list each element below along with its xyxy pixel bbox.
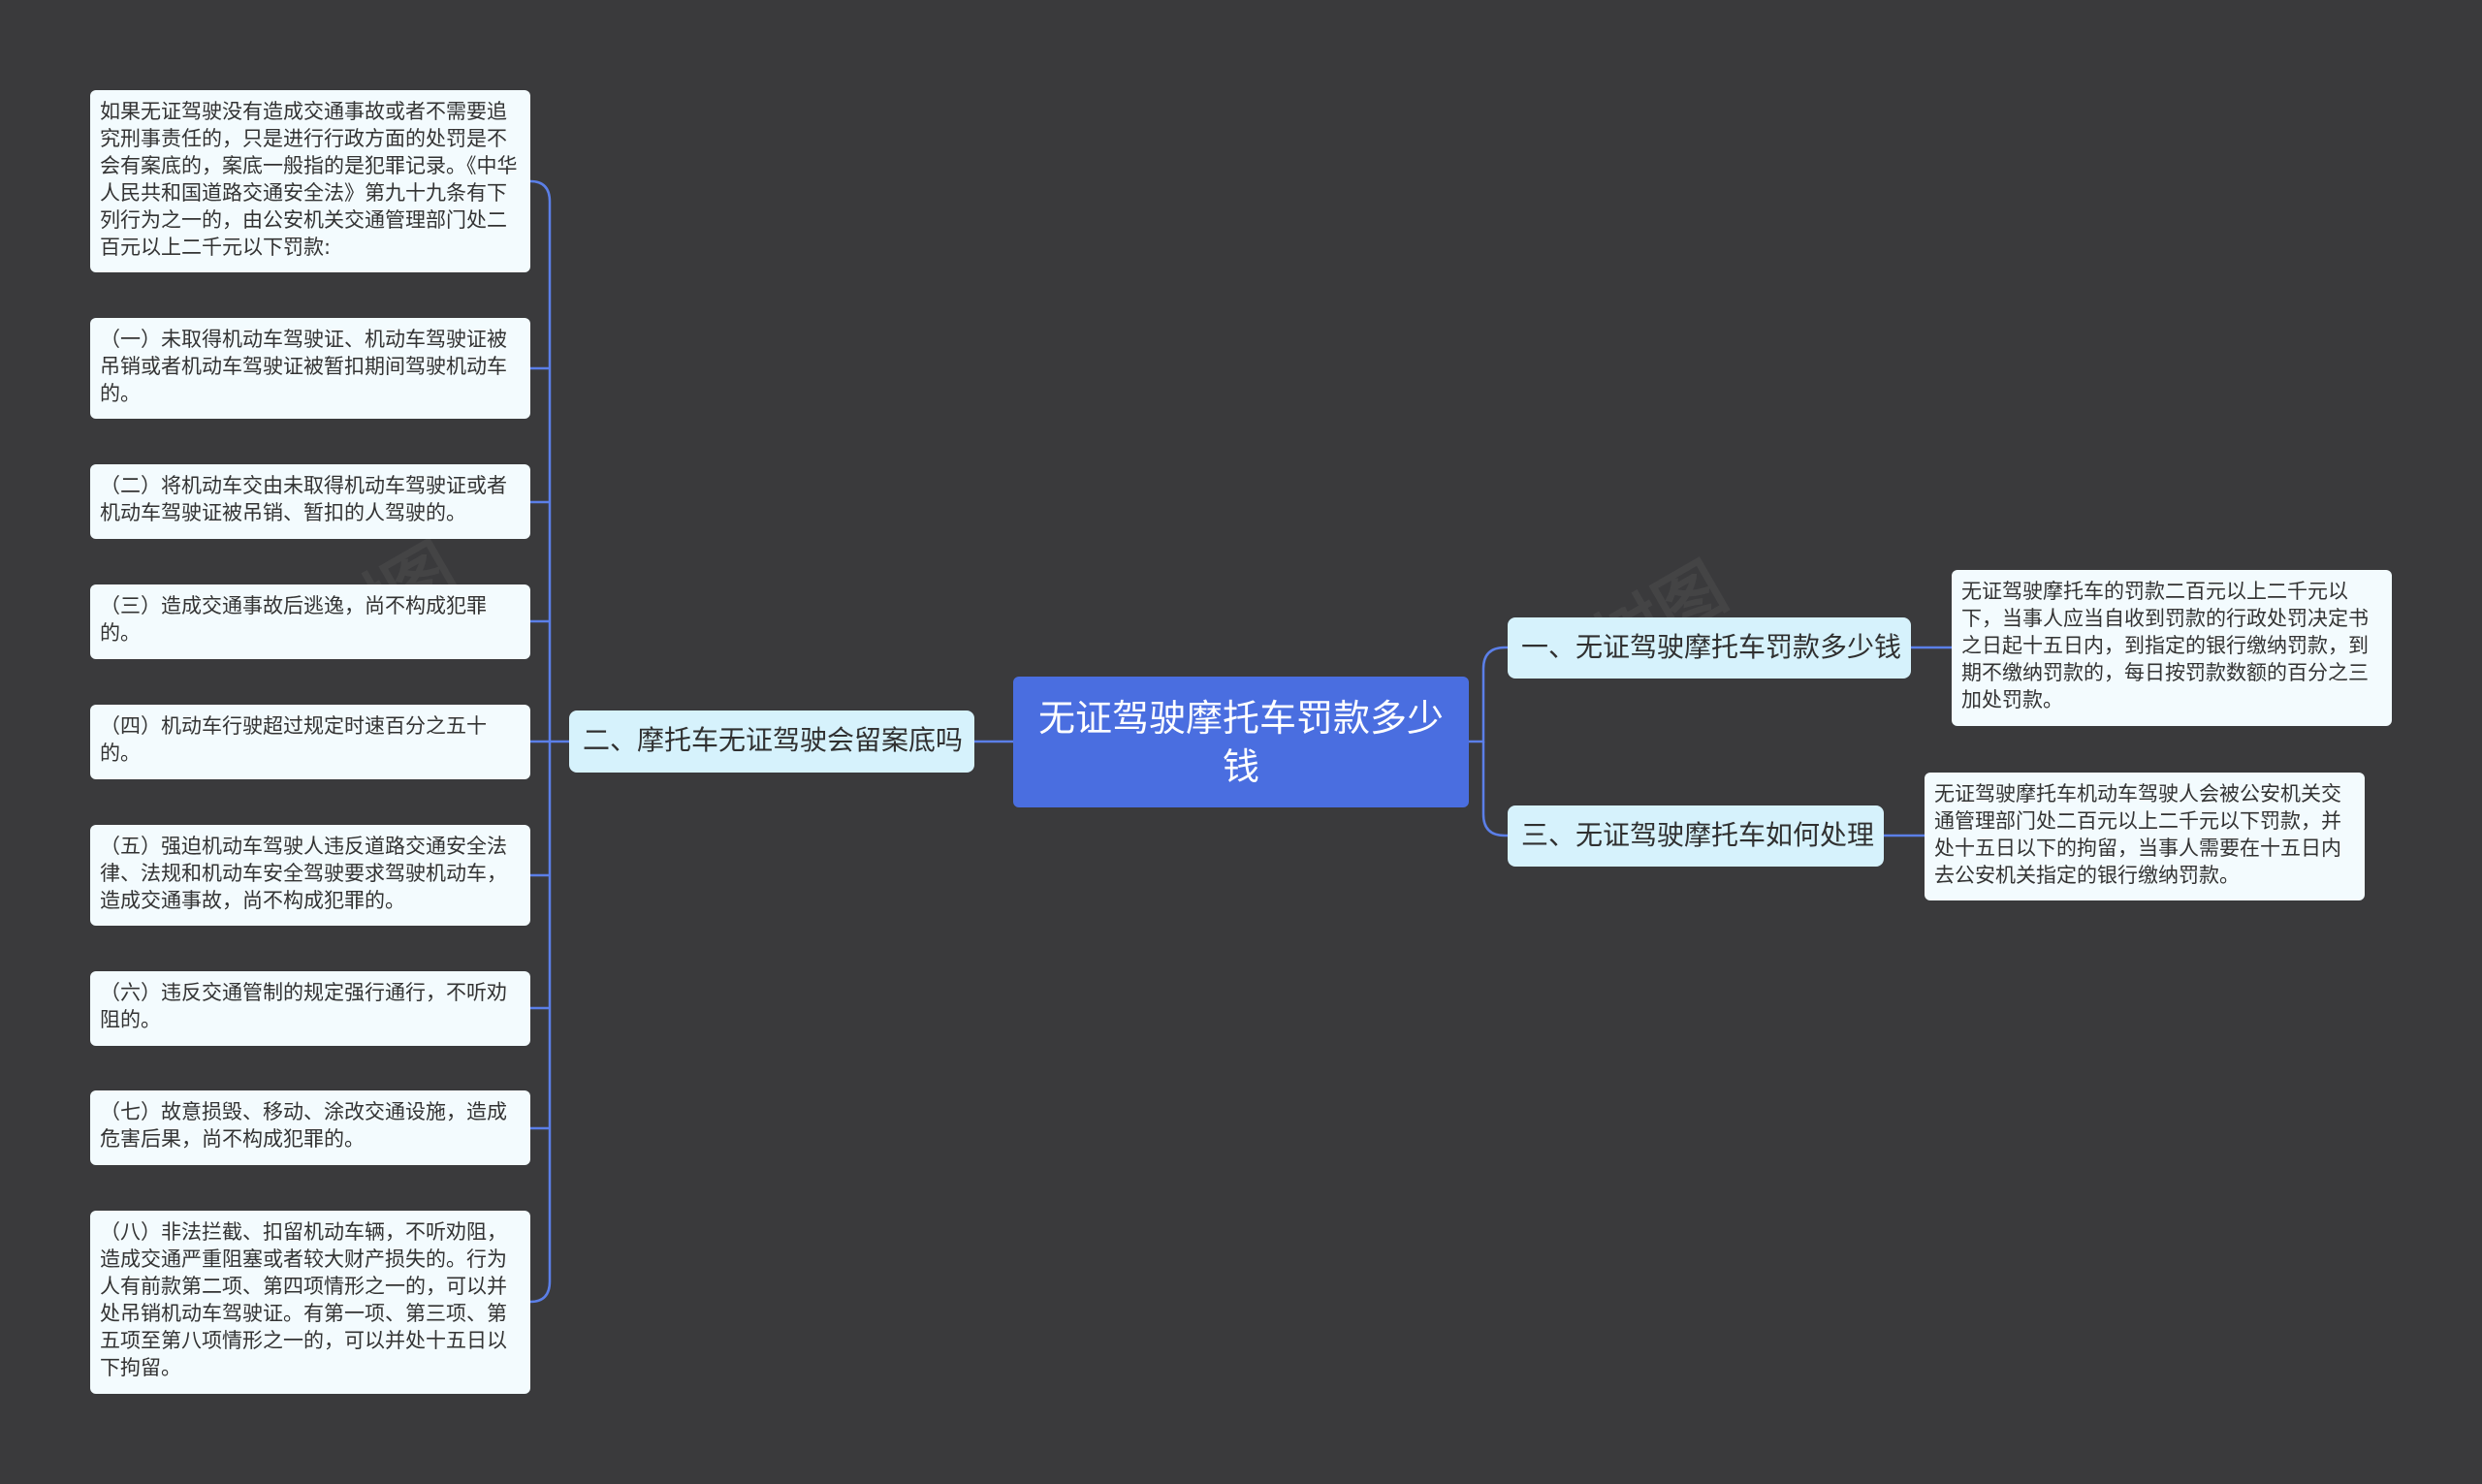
leaf-text: （四）机动车行驶超过规定时速百分之五十的。 — [100, 714, 487, 765]
leaf-node[interactable]: （三）造成交通事故后逃逸，尚不构成犯罪的。 — [90, 584, 530, 659]
branch-node-handling[interactable]: 三、无证驾驶摩托车如何处理 — [1508, 805, 1884, 867]
leaf-text: 无证驾驶摩托车机动车驾驶人会被公安机关交通管理部门处二百元以上二千元以下罚款，并… — [1934, 782, 2341, 887]
leaf-node[interactable]: 无证驾驶摩托车机动车驾驶人会被公安机关交通管理部门处二百元以上二千元以下罚款，并… — [1925, 773, 2365, 900]
leaf-text: （六）违反交通管制的规定强行通行，不听劝阻的。 — [100, 981, 507, 1031]
leaf-node[interactable]: （五）强迫机动车驾驶人违反道路交通安全法律、法规和机动车安全驾驶要求驾驶机动车，… — [90, 825, 530, 926]
leaf-text: （三）造成交通事故后逃逸，尚不构成犯罪的。 — [100, 594, 487, 645]
leaf-text: （七）故意损毁、移动、涂改交通设施，造成危害后果，尚不构成犯罪的。 — [100, 1100, 507, 1151]
leaf-node[interactable]: 如果无证驾驶没有造成交通事故或者不需要追究刑事责任的，只是进行行政方面的处罚是不… — [90, 90, 530, 272]
leaf-text: 无证驾驶摩托车的罚款二百元以上二千元以下，当事人应当自收到罚款的行政处罚决定书之… — [1961, 580, 2369, 711]
connector-l9 — [529, 1280, 552, 1304]
leaf-node[interactable]: （一）未取得机动车驾驶证、机动车驾驶证被吊销或者机动车驾驶证被暂扣期间驾驶机动车… — [90, 318, 530, 419]
leaf-text: （五）强迫机动车驾驶人违反道路交通安全法律、法规和机动车安全驾驶要求驾驶机动车，… — [100, 835, 507, 912]
connector-root-b1 — [1469, 646, 1508, 743]
leaf-text: （八）非法拦截、扣留机动车辆，不听劝阻，造成交通严重阻塞或者较大财产损失的。行为… — [100, 1220, 507, 1379]
connector-root-b3 — [1481, 742, 1508, 837]
root-label: 无证驾驶摩托车罚款多少钱 — [1037, 696, 1444, 788]
leaf-text: 如果无证驾驶没有造成交通事故或者不需要追究刑事责任的，只是进行行政方面的处罚是不… — [100, 100, 518, 259]
branch-label: 二、摩托车无证驾驶会留案底吗 — [583, 724, 964, 756]
branch-node-criminal-record[interactable]: 二、摩托车无证驾驶会留案底吗 — [569, 710, 974, 773]
leaf-text: （一）未取得机动车驾驶证、机动车驾驶证被吊销或者机动车驾驶证被暂扣期间驾驶机动车… — [100, 328, 507, 405]
leaf-node[interactable]: （七）故意损毁、移动、涂改交通设施，造成危害后果，尚不构成犯罪的。 — [90, 1090, 530, 1165]
leaf-node[interactable]: （二）将机动车交由未取得机动车驾驶证或者机动车驾驶证被吊销、暂扣的人驾驶的。 — [90, 464, 530, 539]
branch-label: 一、无证驾驶摩托车罚款多少钱 — [1521, 631, 1902, 663]
branch-label: 三、无证驾驶摩托车如何处理 — [1521, 819, 1875, 851]
connector-l1 — [529, 179, 552, 203]
branch-node-fine-amount[interactable]: 一、无证驾驶摩托车罚款多少钱 — [1508, 617, 1911, 679]
leaf-node[interactable]: 无证驾驶摩托车的罚款二百元以上二千元以下，当事人应当自收到罚款的行政处罚决定书之… — [1952, 570, 2392, 726]
leaf-node[interactable]: （四）机动车行驶超过规定时速百分之五十的。 — [90, 705, 530, 779]
leaf-node[interactable]: （六）违反交通管制的规定强行通行，不听劝阻的。 — [90, 971, 530, 1046]
leaf-node[interactable]: （八）非法拦截、扣留机动车辆，不听劝阻，造成交通严重阻塞或者较大财产损失的。行为… — [90, 1211, 530, 1394]
root-node[interactable]: 无证驾驶摩托车罚款多少钱 — [1013, 677, 1469, 807]
leaf-text: （二）将机动车交由未取得机动车驾驶证或者机动车驾驶证被吊销、暂扣的人驾驶的。 — [100, 474, 507, 524]
